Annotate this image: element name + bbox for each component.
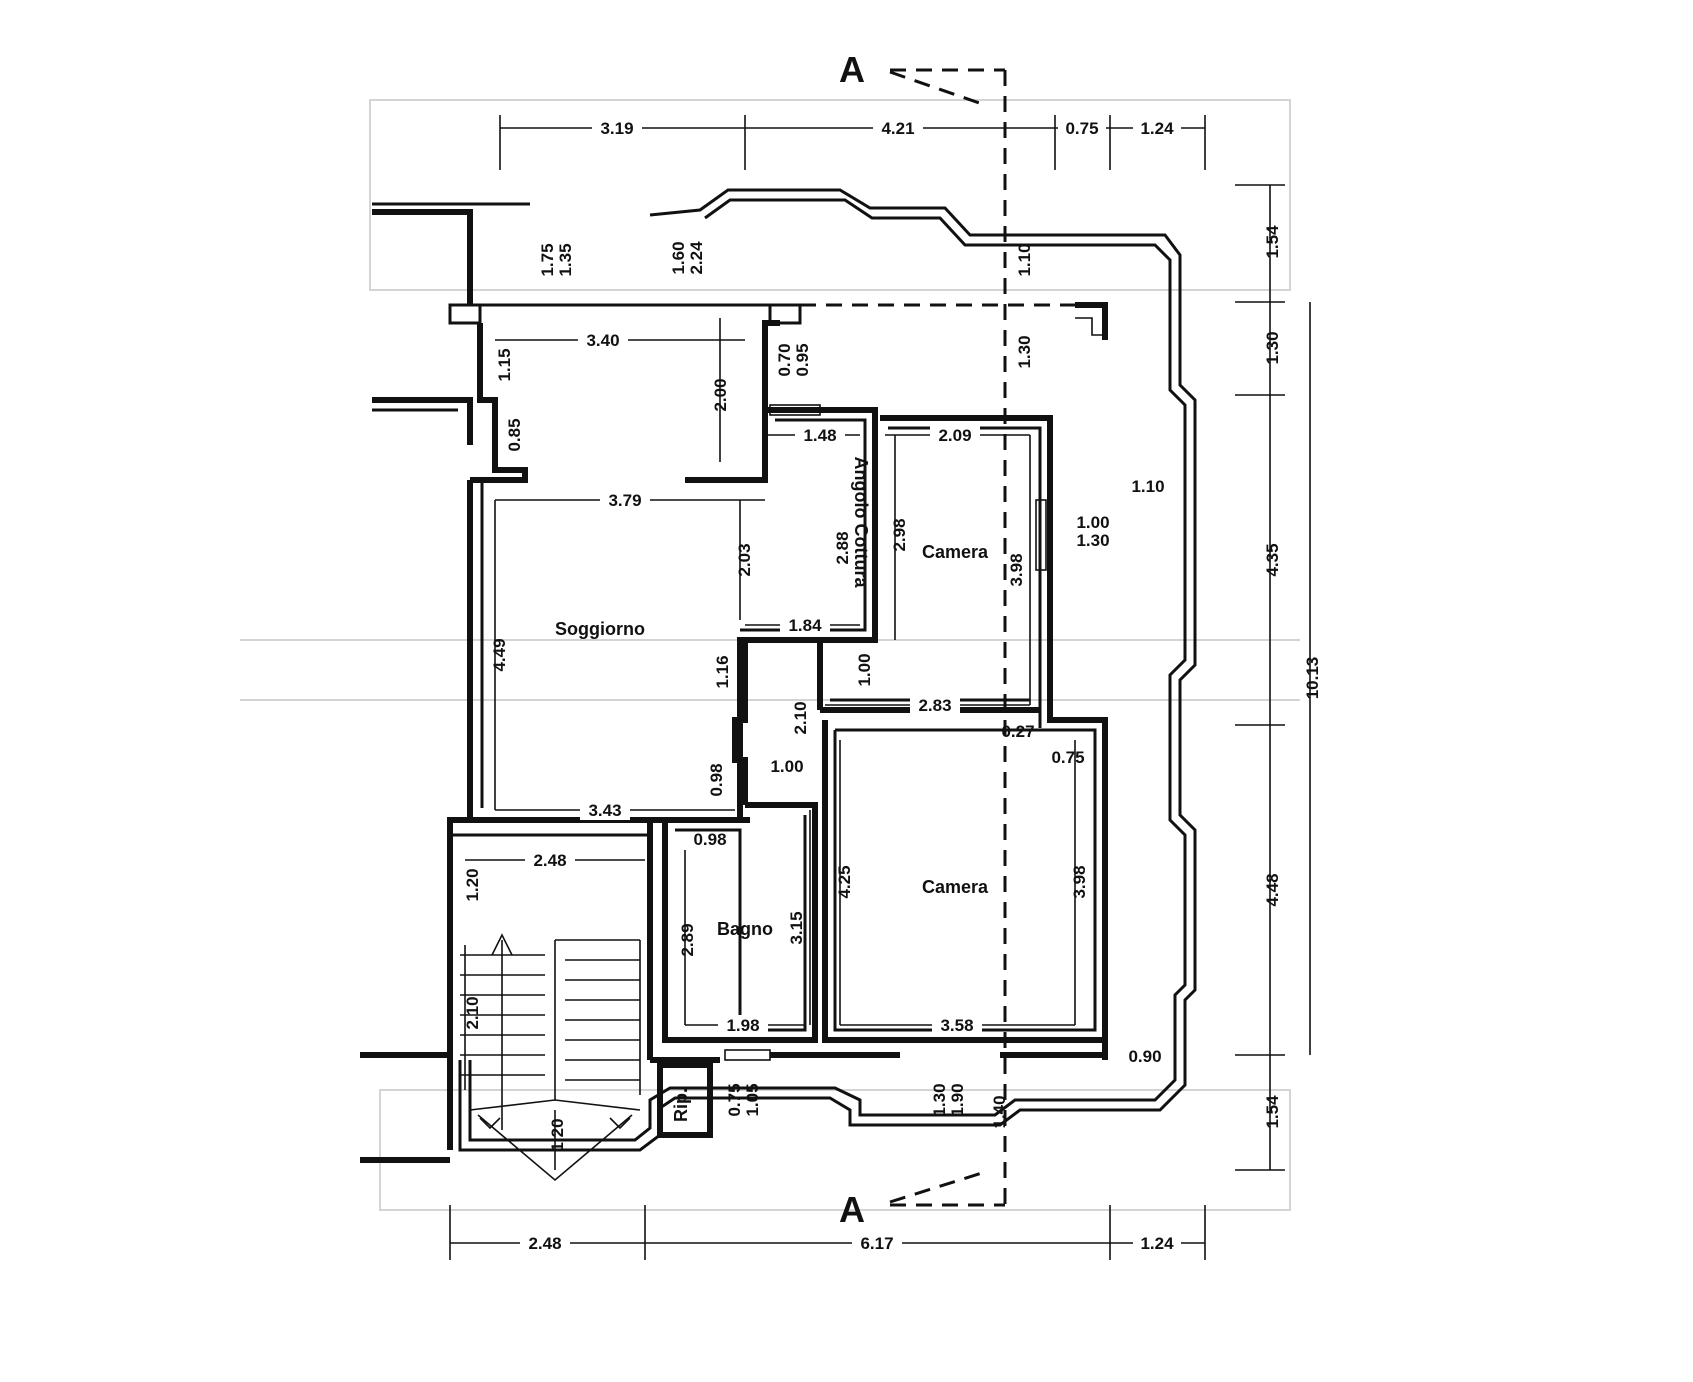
dim-opening-6: 0.90 [1128,1047,1161,1066]
dim-balcony-6: 0.85 [505,418,524,451]
dim-balcony-1: 1.75 [538,243,557,276]
room-label-ripostiglio: Rip. [671,1088,691,1122]
dim-kitchen-1: 1.48 [803,426,836,445]
room-label-soggiorno: Soggiorno [555,619,645,639]
dim-camera-top-3: 3.98 [1007,553,1026,586]
dim-right-2: 1.30 [1263,331,1282,364]
dim-opening-5: 1.40 [990,1095,1009,1128]
dim-top-1: 3.19 [600,119,633,138]
dim-bagno-1: 0.98 [693,830,726,849]
dim-bagno-4: 1.98 [726,1016,759,1035]
dim-balcony-9: 0.95 [793,343,812,376]
section-cut-line [889,68,1007,1207]
dim-kitchen-2: 2.88 [833,531,852,564]
dim-soggiorno-width: 3.79 [608,491,641,510]
room-label-bagno: Bagno [717,919,773,939]
interior-walls [360,407,1108,1163]
room-label-angolo-cottura: Angolo Cottura [851,457,871,589]
dim-right-1: 1.54 [1263,225,1282,259]
dim-soggiorno-3: 2.03 [735,543,754,576]
dim-hall-5: 1.00 [855,653,874,686]
staircase [460,933,641,1182]
dim-balcony-8: 0.70 [775,343,794,376]
dim-bottom-1: 2.48 [528,1234,561,1253]
dim-stair-2: 1.20 [463,868,482,901]
dim-balcony-5: 1.15 [495,348,514,381]
background-sketch [240,99,1300,1211]
dim-hall-3: 1.00 [770,757,803,776]
balcony-walls [372,202,1108,483]
dim-kitchen-3: 1.84 [788,616,822,635]
dim-hall-2: 2.10 [791,701,810,734]
dim-hall-4: 0.98 [707,763,726,796]
dim-soggiorno-4: 3.43 [588,801,621,820]
dim-opening-4: 1.90 [948,1083,967,1116]
dim-camera-top-8: 1.10 [1015,243,1034,276]
dim-camera-top-7: 1.30 [1015,335,1034,368]
dim-hall-1: 1.16 [713,655,732,688]
dim-camera-top-5: 1.30 [1076,531,1109,550]
dim-stair-4: 1.20 [548,1118,567,1151]
dim-balcony-width: 3.40 [586,331,619,350]
dim-balcony-2: 1.35 [556,243,575,276]
dim-camera-top-2: 2.98 [890,518,909,551]
terrace-outline [458,188,1197,1152]
dim-right-4: 4.48 [1263,873,1282,906]
dim-opening-3: 1.30 [930,1083,949,1116]
section-marker-top: A [839,49,865,90]
dim-bottom-2: 6.17 [860,1234,893,1253]
dim-right-total: 10.13 [1303,657,1322,700]
dim-camera-top-6: 1.10 [1131,477,1164,496]
room-label-camera-top: Camera [922,542,989,562]
dim-opening-1: 0.75 [725,1083,744,1116]
dim-bagno-2: 2.89 [678,923,697,956]
dim-balcony-3: 1.60 [669,241,688,274]
dim-camera-top-1: 2.09 [938,426,971,445]
dim-top-2: 4.21 [881,119,914,138]
dim-stair-3: 2.10 [463,996,482,1029]
dim-right-3: 4.35 [1263,543,1282,576]
section-marker-bottom: A [839,1189,865,1230]
dim-top-3: 0.75 [1065,119,1098,138]
dim-balcony-7: 2.00 [711,378,730,411]
dim-right-5: 1.54 [1263,1095,1282,1129]
dim-camera-bottom-4: 4.25 [835,865,854,898]
dim-camera-bottom-1: 2.83 [918,696,951,715]
room-label-camera-bottom: Camera [922,877,989,897]
dim-camera-bottom-6: 3.58 [940,1016,973,1035]
dim-balcony-4: 2.24 [687,241,706,275]
dim-camera-bottom-3: 0.75 [1051,748,1084,767]
dim-stair-1: 2.48 [533,851,566,870]
dim-opening-2: 1.05 [743,1083,762,1116]
dim-camera-bottom-5: 3.98 [1070,865,1089,898]
dim-top-4: 1.24 [1140,119,1174,138]
windows [724,404,1047,1061]
dim-bagno-3: 3.15 [787,911,806,944]
dim-soggiorno-depth: 4.49 [490,638,509,671]
dim-camera-top-4: 1.00 [1076,513,1109,532]
dim-camera-bottom-2: 0.27 [1001,722,1034,741]
dim-bottom-3: 1.24 [1140,1234,1174,1253]
